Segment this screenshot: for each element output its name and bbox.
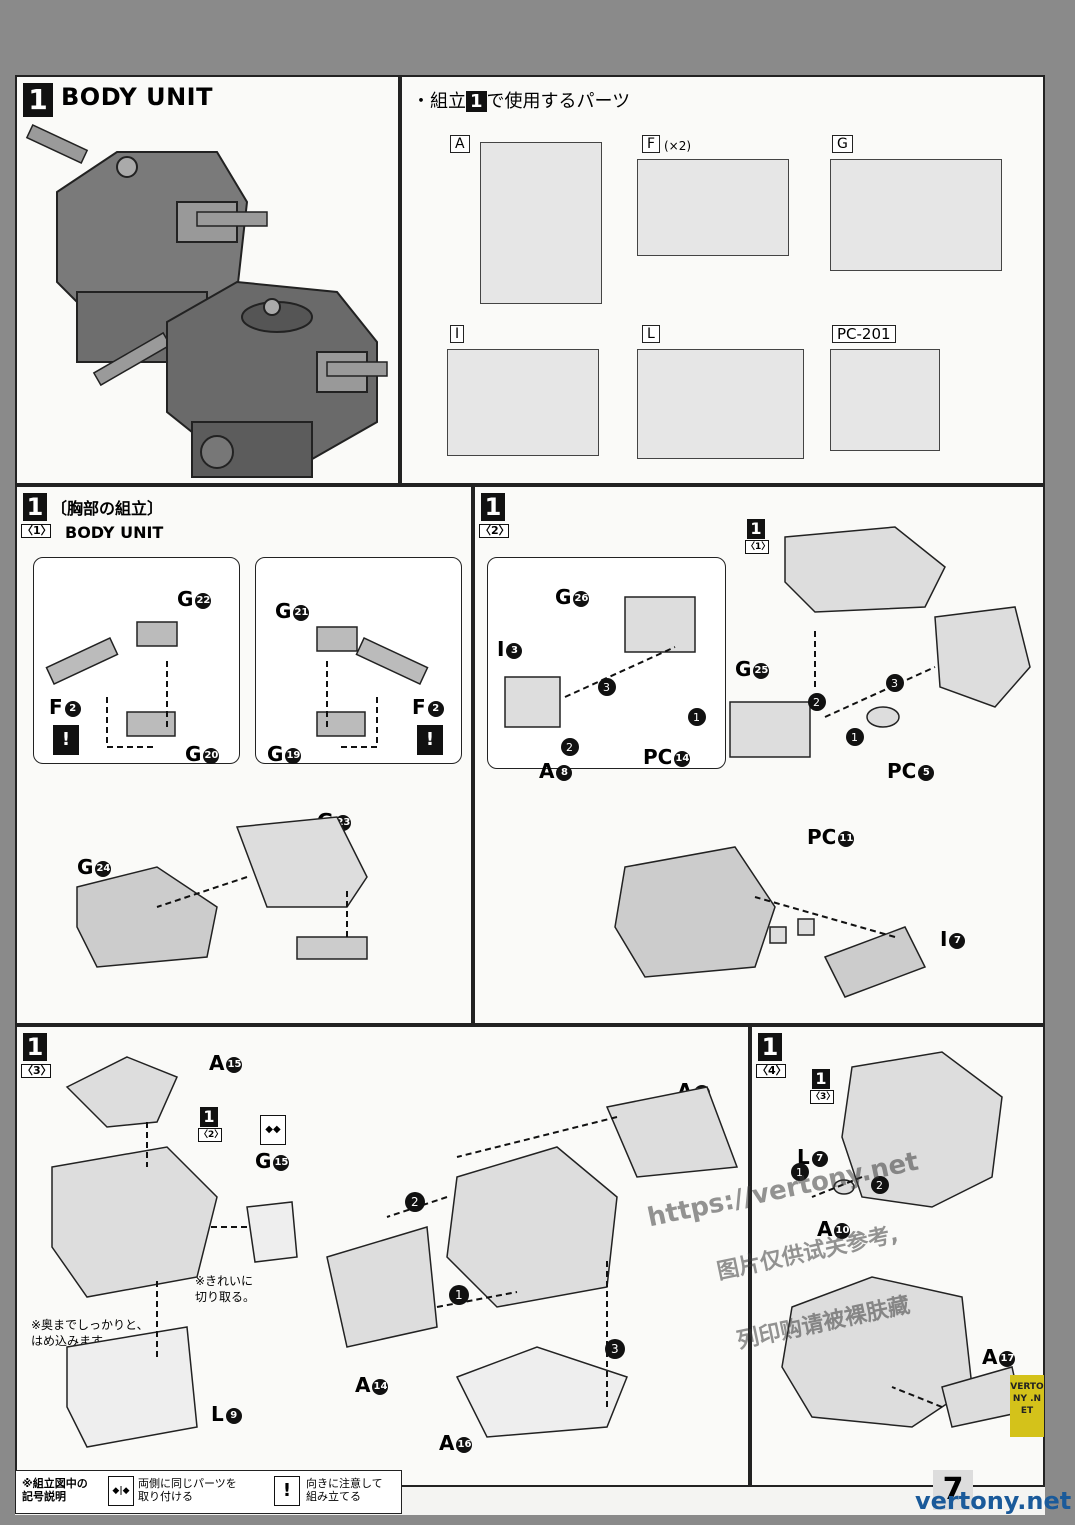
- step-1-2-sub: 〈2〉: [479, 524, 510, 538]
- caution-icon: !: [417, 725, 443, 755]
- step-1-1-sub: 〈1〉: [21, 524, 52, 538]
- note-cut-cleanly: ※きれいに 切り取る。: [195, 1274, 256, 1304]
- section-title: BODY UNIT: [61, 83, 213, 111]
- runner-label-g: G: [832, 135, 853, 153]
- ref-step-sub: 〈2〉: [198, 1128, 224, 1142]
- parts-heading-suffix: で使用するパーツ: [486, 91, 631, 112]
- both-sides-icon: ◆◆: [260, 1115, 286, 1145]
- step-1-1-number: 1: [23, 493, 47, 521]
- caution-icon: !: [53, 725, 79, 755]
- step-1-3-sub: 〈3〉: [21, 1064, 52, 1078]
- ref-step-sub: 〈3〉: [810, 1090, 836, 1104]
- svg-text:3: 3: [891, 677, 898, 690]
- runner-label-f: F: [642, 135, 661, 153]
- ref-step-sub: 〈1〉: [745, 540, 771, 554]
- runner-label-l: L: [642, 325, 660, 343]
- step-1-3-drawing: 2 1 3: [51, 1056, 739, 1448]
- legend-bar: ※組立図中の 記号説明 ◆|◆ 両側に同じパーツを 取り付ける ! 向きに注意し…: [15, 1470, 402, 1514]
- runner-f-image: [637, 159, 789, 256]
- legend-title: ※組立図中の 記号説明: [22, 1477, 88, 1503]
- svg-text:2: 2: [813, 696, 820, 709]
- runner-f-note: (×2): [664, 139, 692, 153]
- runner-g-image: [830, 159, 1002, 271]
- ref-step-number: 1: [200, 1107, 218, 1127]
- svg-text:1: 1: [455, 1288, 463, 1302]
- legend-caution-text: 向きに注意して 組み立てる: [306, 1477, 383, 1503]
- runner-a-image: [480, 142, 602, 304]
- step-1-3-number: 1: [23, 1033, 47, 1061]
- step-1-1-title-jp: 〔胸部の組立〕: [51, 499, 164, 518]
- watermark-badge: VERTONY .NET: [1010, 1375, 1044, 1437]
- watermark-footer: vertony.net: [915, 1487, 1072, 1515]
- step-1-1-title-en: BODY UNIT: [65, 523, 164, 542]
- body-unit-illustration: [25, 123, 388, 478]
- svg-text:1: 1: [851, 731, 858, 744]
- parts-heading-prefix: ・組立: [412, 91, 466, 112]
- page-number: 7: [933, 1470, 973, 1510]
- ref-step-number: 1: [747, 519, 765, 539]
- runner-l-image: [637, 349, 804, 459]
- step-1-2-number: 1: [481, 493, 505, 521]
- ref-step-number: 1: [812, 1069, 830, 1089]
- svg-text:3: 3: [611, 1342, 619, 1356]
- parts-heading-step: 1: [466, 91, 487, 112]
- note-insert-firmly: ※奥までしっかりと、 はめ込みます。: [31, 1318, 149, 1348]
- legend-both-sides-text: 両側に同じパーツを 取り付ける: [138, 1477, 237, 1503]
- step-1-4-number: 1: [758, 1033, 782, 1061]
- both-sides-icon: ◆|◆: [108, 1476, 134, 1506]
- runner-label-a: A: [450, 135, 470, 153]
- runner-pc201-image: [830, 349, 940, 451]
- manual-page: 1 BODY UNIT: [15, 75, 1071, 1515]
- step-1-4-sub: 〈4〉: [756, 1064, 787, 1078]
- runner-label-i: I: [450, 325, 465, 343]
- detail-box: [487, 557, 726, 769]
- svg-text:2: 2: [411, 1195, 419, 1209]
- runner-label-pc201: PC-201: [832, 325, 896, 343]
- caution-icon: !: [274, 1476, 300, 1506]
- runner-i-image: [447, 349, 599, 456]
- step-number-badge: 1: [23, 83, 53, 117]
- body-unit-preview-panel: 1 BODY UNIT: [15, 75, 400, 485]
